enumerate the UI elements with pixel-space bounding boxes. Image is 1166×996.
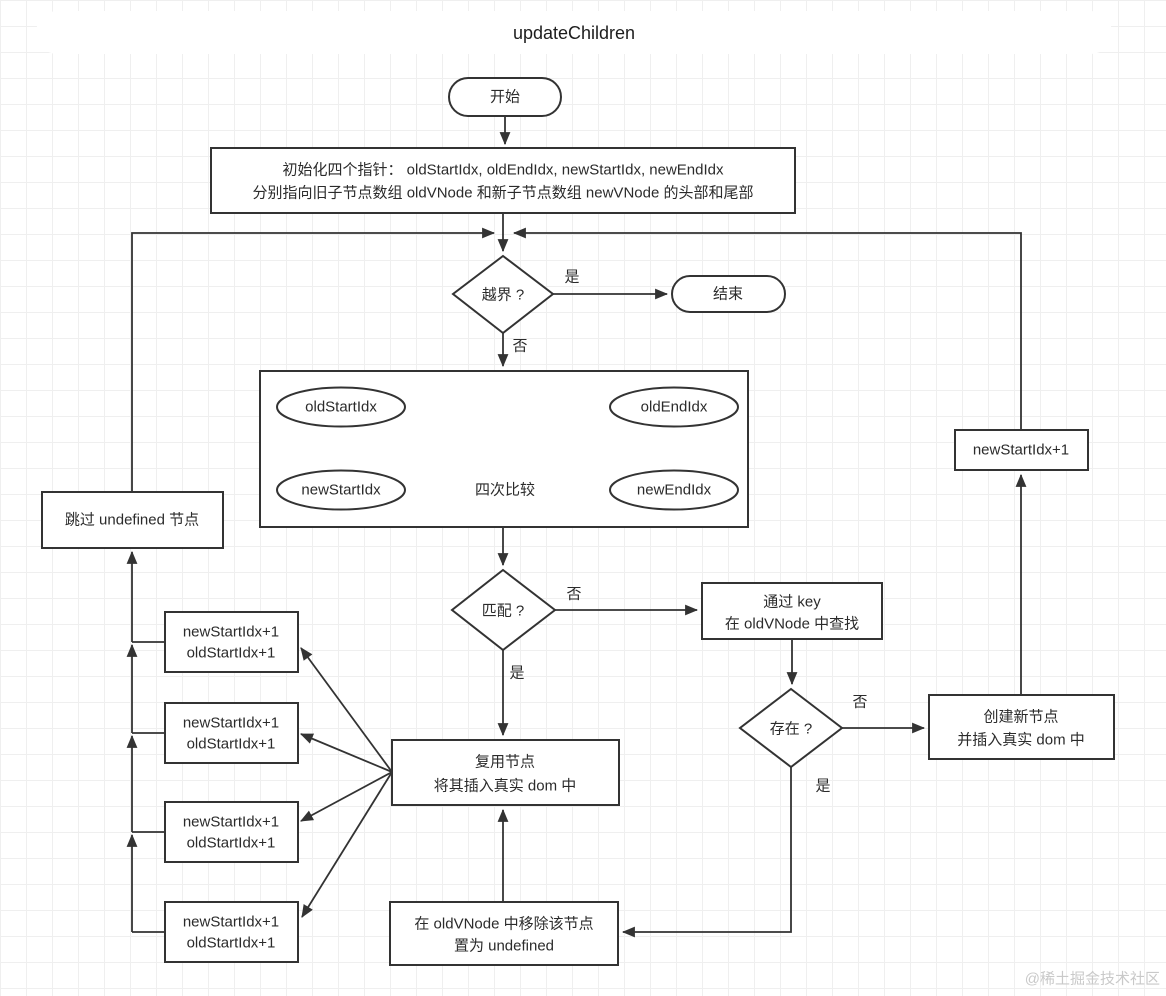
reuse-label-line1: 复用节点 xyxy=(475,753,535,771)
start-label: 开始 xyxy=(490,89,520,106)
skip-undefined-label: 跳过 undefined 节点 xyxy=(65,512,199,529)
match-label: 匹配 ? xyxy=(482,603,525,620)
new-end-label: newEndIdx xyxy=(637,482,712,499)
edge-exists-yes xyxy=(621,767,792,938)
create-label-line2: 并插入真实 dom 中 xyxy=(957,731,1085,749)
exists-decision xyxy=(738,687,844,769)
old-end-ellipse xyxy=(609,386,739,428)
advance-pair-1-line1: newStartIdx+1 xyxy=(183,624,279,641)
labels: updateChildren 开始 初始化四个指针： oldStartIdx, … xyxy=(65,23,1160,988)
advance-pair-node-3 xyxy=(164,801,299,863)
advance-pair-1-line2: oldStartIdx+1 xyxy=(187,645,276,662)
init-node xyxy=(210,147,796,214)
advance-pair-node-4 xyxy=(164,901,299,963)
out-of-bounds-label: 越界 ? xyxy=(482,287,525,304)
reuse-label-line2: 将其插入真实 dom 中 xyxy=(434,777,577,795)
advance-pair-4-line2: oldStartIdx+1 xyxy=(187,935,276,952)
create-node xyxy=(928,694,1115,760)
advance-pair-3-line2: oldStartIdx+1 xyxy=(187,835,276,852)
create-label-line1: 创建新节点 xyxy=(983,709,1058,726)
end-node xyxy=(671,275,786,313)
init-label-line1: 初始化四个指针： oldStartIdx, oldEndIdx, newStar… xyxy=(282,162,724,179)
new-start-label: newStartIdx xyxy=(301,482,381,499)
advance-pair-node-2 xyxy=(164,702,299,764)
out-of-bounds-decision xyxy=(451,254,555,335)
remove-node xyxy=(389,901,619,966)
skip-undefined-node xyxy=(41,491,224,549)
watermark: @稀土掘金技术社区 xyxy=(1025,971,1160,988)
match-decision xyxy=(450,568,557,652)
find-by-key-node xyxy=(701,582,883,640)
title-bar xyxy=(36,11,1112,54)
find-by-key-label-line1: 通过 key xyxy=(763,594,821,611)
advance-pair-2-line2: oldStartIdx+1 xyxy=(187,736,276,753)
edge-right-feedback xyxy=(512,227,1022,430)
old-end-label: oldEndIdx xyxy=(641,399,708,416)
advance-new-label: newStartIdx+1 xyxy=(973,442,1069,459)
remove-label-line2: 置为 undefined xyxy=(454,938,554,955)
label-yes-exists: 是 xyxy=(815,778,830,795)
find-by-key-label-line2: 在 oldVNode 中查找 xyxy=(725,616,859,633)
advance-pair-node-1 xyxy=(164,611,299,673)
label-yes-outofbounds: 是 xyxy=(564,269,579,286)
label-no-outofbounds: 否 xyxy=(512,338,527,355)
start-node xyxy=(448,77,562,117)
exists-label: 存在 ? xyxy=(770,721,813,738)
advance-pair-3-line1: newStartIdx+1 xyxy=(183,814,279,831)
advance-pair-2-line1: newStartIdx+1 xyxy=(183,715,279,732)
edge-reuse-to-pair-1 xyxy=(300,647,393,773)
old-start-label: oldStartIdx xyxy=(305,399,377,416)
remove-label-line1: 在 oldVNode 中移除该节点 xyxy=(414,916,593,933)
end-label: 结束 xyxy=(713,286,743,303)
edge-reuse-to-pair-3 xyxy=(300,771,393,822)
shapes xyxy=(36,11,1115,966)
compare-caption: 四次比较 xyxy=(475,481,535,499)
label-no-exists: 否 xyxy=(852,694,867,711)
label-yes-match: 是 xyxy=(509,665,524,682)
edge-reuse-to-pair-4 xyxy=(301,771,393,918)
edge-left-feedback xyxy=(131,227,496,492)
advance-new-node xyxy=(954,429,1089,471)
label-no-match: 否 xyxy=(566,586,581,603)
new-end-ellipse xyxy=(609,469,739,511)
page-title: updateChildren xyxy=(513,23,635,43)
new-start-ellipse xyxy=(276,469,406,511)
init-label-line2: 分别指向旧子节点数组 oldVNode 和新子节点数组 newVNode 的头部… xyxy=(253,185,754,202)
reuse-node xyxy=(391,739,620,806)
edge-reuse-to-pair-2 xyxy=(300,733,393,773)
old-start-ellipse xyxy=(276,386,406,428)
advance-pair-4-line1: newStartIdx+1 xyxy=(183,914,279,931)
